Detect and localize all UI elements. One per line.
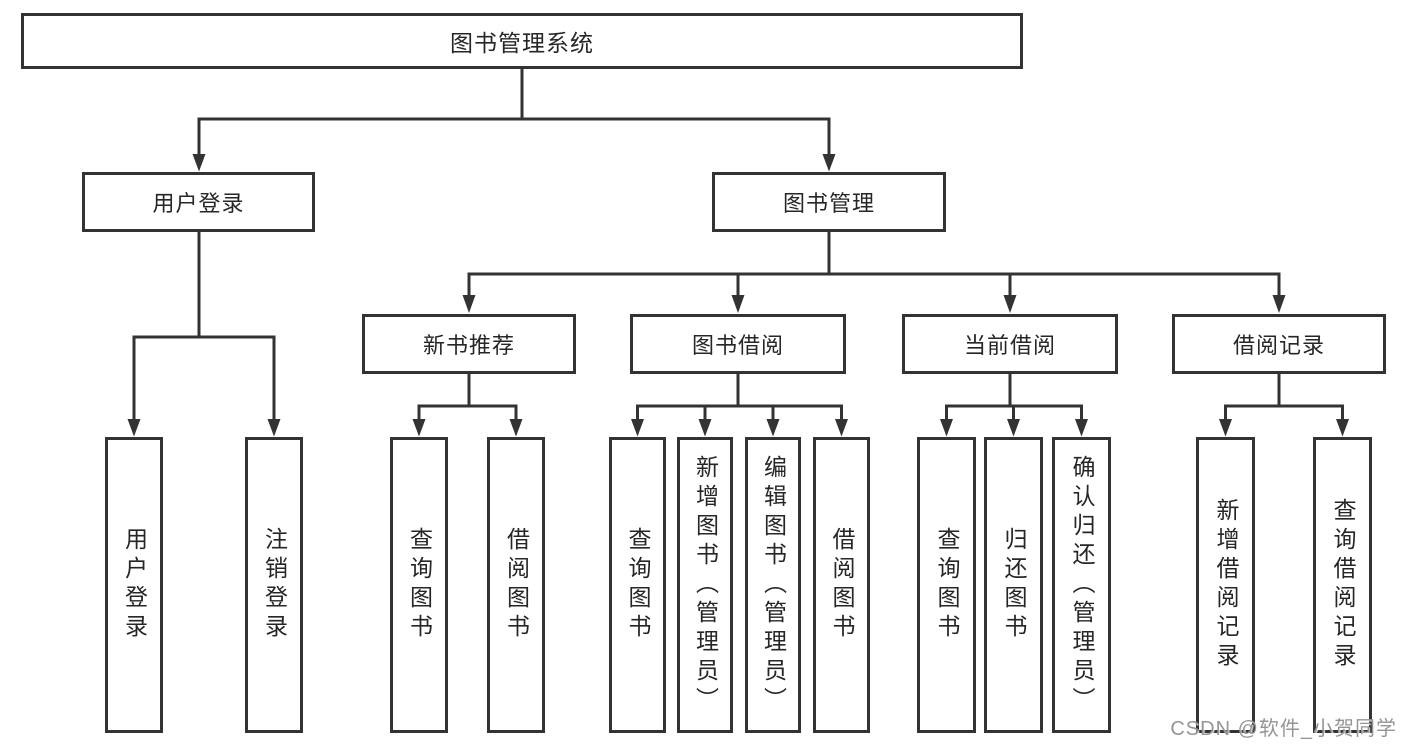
leaf-label: 查询图书 xyxy=(406,527,433,643)
leaf-edit-books-admin: 编辑图书（管理员） xyxy=(745,437,801,733)
leaf-label: 新增图书（管理员） xyxy=(692,454,719,716)
node-current-borrowing: 当前借阅 xyxy=(902,314,1118,374)
node-library-system: 图书管理系统 xyxy=(21,13,1023,69)
node-book-borrowing: 图书借阅 xyxy=(630,314,846,374)
watermark: CSDN @软件_小贺同学 xyxy=(1170,718,1397,740)
leaf-label: 注销登录 xyxy=(261,527,288,643)
leaf-label: 编辑图书（管理员） xyxy=(760,454,787,716)
leaf-return-books: 归还图书 xyxy=(984,437,1043,733)
leaf-query-borrow-record: 查询借阅记录 xyxy=(1313,437,1372,733)
leaf-confirm-return-admin: 确认归还（管理员） xyxy=(1052,437,1111,733)
leaf-borrow-books-borrowing: 借阅图书 xyxy=(813,437,870,733)
leaf-label: 用户登录 xyxy=(121,527,148,643)
node-book-management: 图书管理 xyxy=(712,172,946,232)
leaf-add-borrow-record: 新增借阅记录 xyxy=(1196,437,1255,733)
leaf-query-books-borrowing: 查询图书 xyxy=(609,437,666,733)
leaf-label: 借阅图书 xyxy=(829,527,855,643)
node-new-book-recommend: 新书推荐 xyxy=(362,314,576,374)
leaf-label: 查询图书 xyxy=(934,527,960,643)
leaf-label: 归还图书 xyxy=(1001,527,1027,643)
node-user-login: 用户登录 xyxy=(82,172,315,232)
leaf-query-books-current: 查询图书 xyxy=(917,437,976,733)
leaf-label: 查询图书 xyxy=(625,527,651,643)
leaf-add-books-admin: 新增图书（管理员） xyxy=(677,437,733,733)
leaf-user-login: 用户登录 xyxy=(105,437,163,733)
leaf-query-books-recommend: 查询图书 xyxy=(390,437,448,733)
leaf-label: 借阅图书 xyxy=(503,527,530,643)
leaf-label: 新增借阅记录 xyxy=(1213,498,1239,672)
leaf-logout: 注销登录 xyxy=(245,437,303,733)
leaf-label: 确认归还（管理员） xyxy=(1069,454,1095,716)
leaf-borrow-books-recommend: 借阅图书 xyxy=(487,437,545,733)
node-borrowing-records: 借阅记录 xyxy=(1172,314,1386,374)
leaf-label: 查询借阅记录 xyxy=(1330,498,1356,672)
